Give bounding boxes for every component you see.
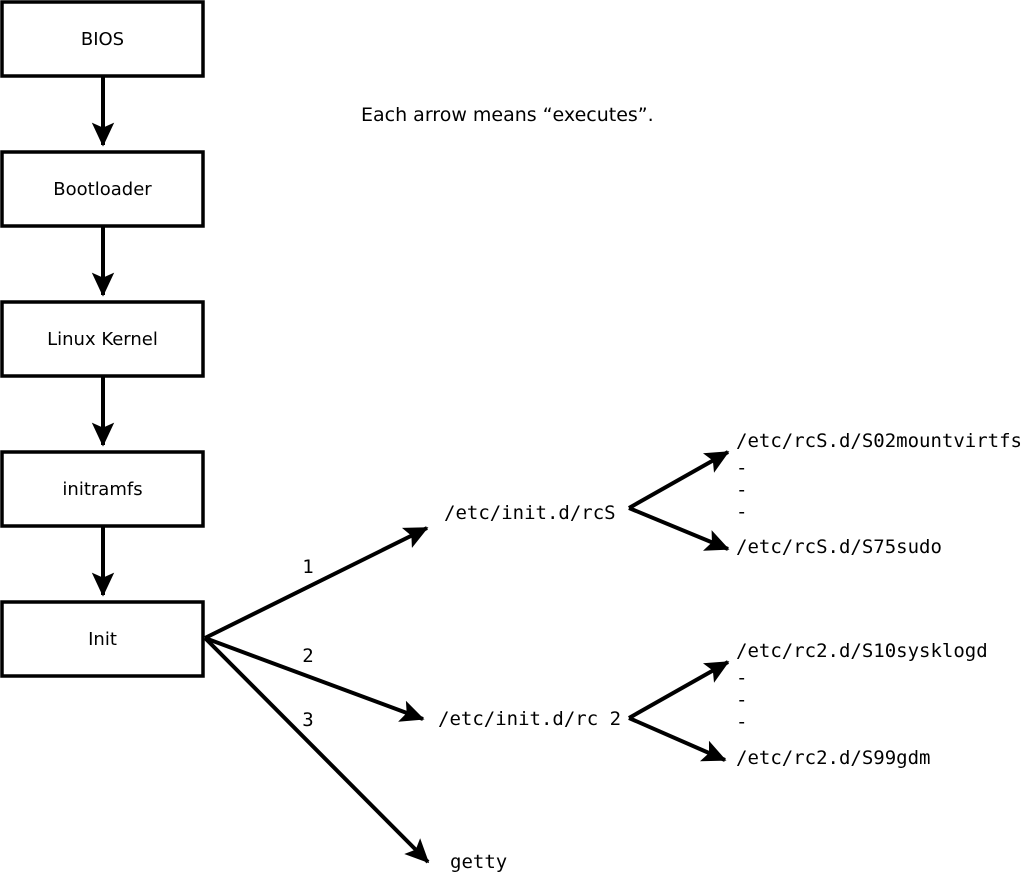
- arrow-init-branch-1: [204, 526, 429, 640]
- arrow-init-branch-2: [204, 636, 425, 722]
- label-rc2-first-script[interactable]: /etc/rc2.d/S10sysklogd: [736, 640, 988, 662]
- box-bootloader-rect: [0, 150, 205, 228]
- box-bootloader-label: Bootloader: [53, 179, 152, 200]
- rc2-ellipsis-dash-2: -: [736, 689, 747, 711]
- box-initramfs-label: initramfs: [62, 479, 142, 500]
- box-bios[interactable]: BIOS: [0, 0, 205, 78]
- label-rcS-first-script[interactable]: /etc/rcS.d/S02mountvirtfs: [736, 430, 1022, 452]
- rcS-ellipsis-dash-2: -: [736, 479, 747, 501]
- diagram-note: Each arrow means “executes”.: [361, 104, 654, 126]
- label-init-d-rc-2[interactable]: /etc/init.d/rc 2: [438, 708, 621, 730]
- branch-number-3: 3: [302, 709, 313, 731]
- rc2-ellipsis-dash-3: -: [736, 711, 747, 733]
- arrow-rcS-to-first-script: [628, 450, 730, 510]
- branch-number-1: 1: [302, 556, 313, 578]
- rcS-ellipsis-dash-1: -: [736, 457, 747, 479]
- label-init-d-rcS[interactable]: /etc/init.d/rcS: [444, 502, 616, 524]
- box-linux-kernel-label: Linux Kernel: [47, 329, 158, 350]
- box-initramfs[interactable]: initramfs: [0, 450, 205, 528]
- box-bootloader[interactable]: Bootloader: [0, 150, 205, 228]
- arrow-rc2-to-first-script: [628, 660, 730, 720]
- box-bios-rect: [0, 0, 205, 78]
- box-init-label: Init: [88, 629, 117, 650]
- box-initramfs-rect: [0, 450, 205, 528]
- box-bios-label: BIOS: [81, 29, 124, 50]
- arrow-rc2-to-last-script: [628, 716, 727, 762]
- arrow-init-branch-3: [203, 636, 430, 864]
- rc2-ellipsis-dash-1: -: [736, 667, 747, 689]
- box-linux-kernel[interactable]: Linux Kernel: [0, 300, 205, 378]
- box-init[interactable]: Init: [0, 600, 205, 678]
- branch-number-2: 2: [302, 645, 313, 667]
- label-getty[interactable]: getty: [450, 851, 507, 873]
- label-rcS-last-script[interactable]: /etc/rcS.d/S75sudo: [736, 536, 942, 558]
- label-rc2-last-script[interactable]: /etc/rc2.d/S99gdm: [736, 747, 930, 769]
- arrow-rcS-to-last-script: [628, 506, 730, 551]
- rcS-ellipsis-dash-3: -: [736, 501, 747, 523]
- box-init-rect: [0, 600, 205, 678]
